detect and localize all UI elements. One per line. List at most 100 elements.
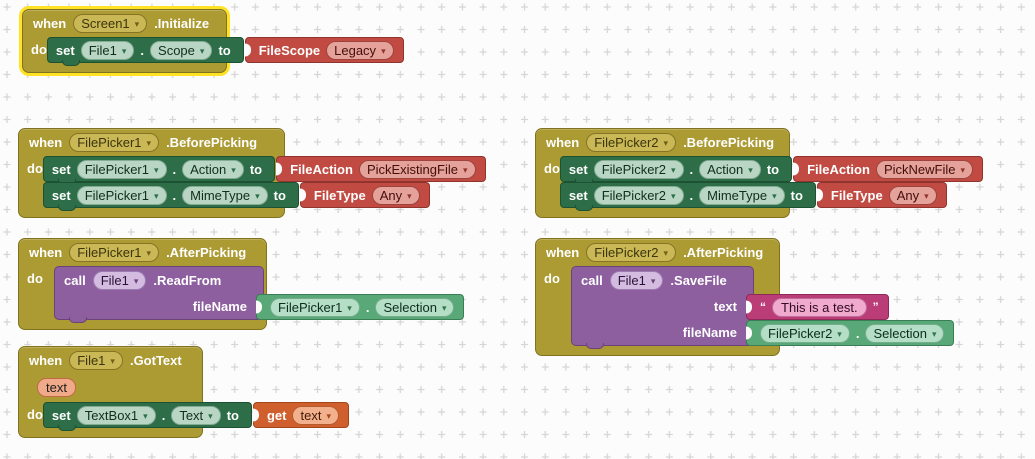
property-dropdown[interactable]: Text ▾ (171, 405, 221, 425)
arg-label-text: text (713, 298, 737, 314)
property-dropdown[interactable]: Selection ▾ (865, 323, 945, 343)
component-dropdown[interactable]: File1 ▾ (69, 351, 123, 370)
filetype-value-block[interactable]: FileType Any ▾ (816, 182, 947, 208)
property-dropdown[interactable]: Scope ▾ (150, 40, 213, 60)
enum-option-dropdown[interactable]: Any ▾ (371, 185, 420, 205)
component-dropdown[interactable]: FilePicker1 ▾ (270, 297, 360, 317)
dropdown-arrow-icon: ▾ (663, 248, 669, 258)
filepicker1-selection-getter-block[interactable]: FilePicker1 ▾ . Selection ▾ (256, 294, 465, 320)
property-dropdown[interactable]: Selection ▾ (375, 297, 455, 317)
component-name: Screen1 (81, 16, 130, 31)
enum-option: Any (896, 187, 920, 203)
method-name: .ReadFrom (153, 272, 222, 288)
property-dropdown[interactable]: Action ▾ (699, 159, 761, 179)
set-keyword: set (51, 187, 71, 203)
method-name: .SaveFile (670, 272, 727, 288)
event-block-file1-gottext[interactable]: when File1 ▾ .GotText text do set (18, 346, 349, 438)
dropdown-arrow-icon: ▾ (231, 164, 236, 175)
dot-separator: . (689, 187, 694, 203)
component-dropdown[interactable]: FilePicker2 ▾ (586, 243, 677, 262)
call-file1-readfrom-block[interactable]: call File1 ▾ .ReadFrom fileName Fi (54, 266, 465, 323)
property-dropdown[interactable]: MimeType ▾ (699, 185, 785, 205)
filescope-value-block[interactable]: FileScope Legacy ▾ (244, 37, 404, 63)
event-param-text[interactable]: text (37, 377, 76, 397)
component-dropdown[interactable]: FilePicker1 ▾ (76, 185, 167, 205)
set-keyword: set (568, 161, 588, 177)
call-file1-savefile-block[interactable]: call File1 ▾ .SaveFile text “ This is (571, 266, 955, 349)
component-name: FilePicker1 (77, 245, 142, 260)
dropdown-arrow-icon: ▾ (960, 164, 965, 175)
enum-option-dropdown[interactable]: Legacy ▾ (326, 40, 394, 60)
dropdown-arrow-icon: ▾ (133, 275, 139, 286)
event-name: .GotText (129, 353, 182, 368)
dropdown-arrow-icon: ▾ (837, 328, 842, 339)
dot-separator: . (172, 187, 177, 203)
event-name: .Initialize (154, 16, 210, 31)
component-dropdown[interactable]: FilePicker2 ▾ (586, 133, 677, 152)
property-dropdown[interactable]: MimeType ▾ (182, 185, 268, 205)
enum-type-label: FileScope (258, 42, 321, 58)
filetype-value-block[interactable]: FileType Any ▾ (299, 182, 430, 208)
dot-separator: . (172, 161, 177, 177)
component-dropdown[interactable]: FilePicker1 ▾ (76, 159, 167, 179)
set-filepicker1-mimetype-block[interactable]: set FilePicker1 ▾ . MimeType ▾ to (42, 182, 299, 211)
component-name: File1 (100, 272, 129, 288)
event-name: .BeforePicking (683, 135, 775, 150)
event-name: .AfterPicking (166, 245, 247, 260)
dropdown-arrow-icon: ▾ (381, 45, 386, 56)
set-file1-scope-block[interactable]: set File1 ▾ . Scope ▾ to (46, 37, 244, 66)
event-block-filepicker1-beforepicking[interactable]: when FilePicker1 ▾ .BeforePicking do set… (18, 128, 486, 218)
enum-type-label: FileType (830, 187, 883, 203)
component-dropdown[interactable]: FilePicker2 ▾ (760, 323, 850, 343)
enum-option-dropdown[interactable]: Any ▾ (888, 185, 937, 205)
fileaction-value-block[interactable]: FileAction PickExistingFile ▾ (276, 156, 486, 182)
variable-dropdown[interactable]: text ▾ (292, 405, 339, 425)
component-dropdown[interactable]: TextBox1 ▾ (76, 405, 156, 425)
enum-option-dropdown[interactable]: PickNewFile ▾ (875, 159, 973, 179)
do-keyword: do (544, 271, 560, 286)
do-keyword: do (27, 407, 43, 422)
event-name: .AfterPicking (683, 245, 764, 260)
component-dropdown[interactable]: FilePicker1 ▾ (69, 133, 160, 152)
to-keyword: to (249, 161, 263, 177)
event-block-screen1-initialize[interactable]: when Screen1 ▾ .Initialize do set File1 (22, 9, 404, 73)
event-block-filepicker1-afterpicking[interactable]: when FilePicker1 ▾ .AfterPicking do call… (18, 238, 465, 330)
component-dropdown[interactable]: File1 ▾ (609, 270, 664, 290)
string-literal-block[interactable]: “ This is a test. ” (746, 294, 889, 320)
component-name: File1 (77, 353, 106, 368)
dropdown-arrow-icon: ▾ (146, 138, 152, 148)
dot-separator: . (365, 299, 370, 315)
set-textbox1-text-block[interactable]: set TextBox1 ▾ . Text ▾ to (42, 402, 252, 431)
enum-option-dropdown[interactable]: PickExistingFile ▾ (358, 159, 476, 179)
component-dropdown[interactable]: Screen1 ▾ (73, 14, 148, 33)
set-filepicker2-action-block[interactable]: set FilePicker2 ▾ . Action ▾ to (559, 156, 793, 185)
component-name: FilePicker1 (278, 299, 343, 315)
component-dropdown[interactable]: FilePicker2 ▾ (593, 185, 684, 205)
event-block-filepicker2-afterpicking[interactable]: when FilePicker2 ▾ .AfterPicking do call… (535, 238, 955, 356)
dropdown-arrow-icon: ▾ (208, 410, 213, 421)
set-filepicker1-action-block[interactable]: set FilePicker1 ▾ . Action ▾ to (42, 156, 276, 185)
fileaction-value-block[interactable]: FileAction PickNewFile ▾ (793, 156, 983, 182)
filepicker2-selection-getter-block[interactable]: FilePicker2 ▾ . Selection ▾ (746, 320, 955, 346)
dropdown-arrow-icon: ▾ (462, 164, 468, 175)
get-variable-block[interactable]: get text ▾ (252, 402, 349, 428)
call-keyword: call (64, 272, 86, 288)
set-filepicker2-mimetype-block[interactable]: set FilePicker2 ▾ . MimeType ▾ to (559, 182, 816, 211)
component-dropdown[interactable]: FilePicker2 ▾ (593, 159, 684, 179)
property-name: Action (190, 161, 227, 177)
event-header: when FilePicker1 ▾ .AfterPicking (19, 239, 266, 266)
set-keyword: set (51, 407, 71, 423)
string-text-field[interactable]: This is a test. (772, 297, 867, 317)
dropdown-arrow-icon: ▾ (931, 328, 937, 339)
get-keyword: get (266, 407, 287, 423)
component-dropdown[interactable]: File1 ▾ (80, 40, 135, 60)
component-dropdown[interactable]: File1 ▾ (92, 270, 147, 290)
event-block-filepicker2-beforepicking[interactable]: when FilePicker2 ▾ .BeforePicking do set… (535, 128, 983, 218)
property-dropdown[interactable]: Action ▾ (182, 159, 244, 179)
component-name: FilePicker2 (768, 325, 833, 341)
dropdown-arrow-icon: ▾ (748, 164, 753, 175)
enum-type-label: FileAction (290, 161, 353, 177)
component-name: FilePicker1 (77, 135, 142, 150)
component-dropdown[interactable]: FilePicker1 ▾ (69, 243, 160, 262)
